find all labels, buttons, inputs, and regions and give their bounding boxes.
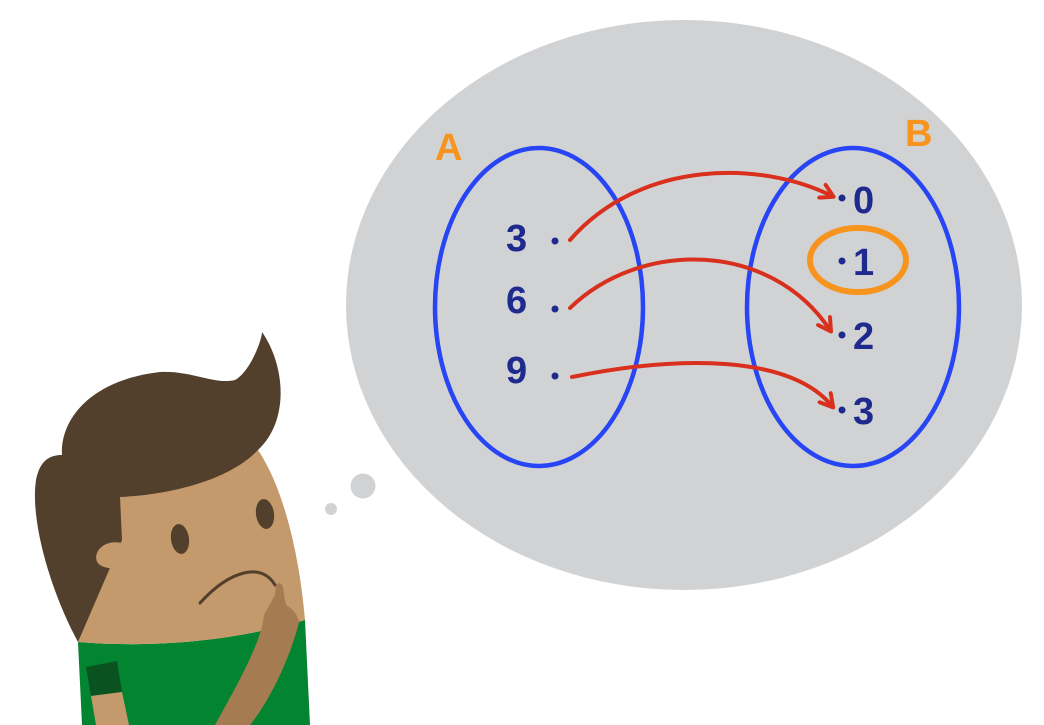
- shirt-sleeve-band: [86, 661, 122, 696]
- eye-right: [255, 499, 275, 529]
- element-dot: [551, 305, 559, 313]
- set-a-element: 3: [506, 218, 527, 260]
- set-b-element: 1: [853, 242, 874, 284]
- face: [78, 450, 305, 645]
- element-dot: [838, 331, 846, 339]
- mapping-arrow-3-to-0: [568, 170, 832, 242]
- element-dot: [551, 372, 559, 380]
- set-b-element: 2: [853, 316, 874, 358]
- set-a-label: A: [435, 127, 462, 169]
- thought-bubble-dot-small: [325, 503, 337, 515]
- set-b-element: 3: [853, 391, 874, 433]
- left-arm: [91, 692, 129, 725]
- thought-bubble: [346, 20, 1022, 590]
- set-b-label: B: [905, 113, 932, 155]
- set-b-elements: 0 1 2 3: [838, 180, 874, 433]
- mapping-arrow-9-to-3: [570, 361, 832, 406]
- element-dot: [838, 257, 846, 265]
- set-a-outline: [432, 145, 646, 469]
- set-a-element: 9: [506, 350, 527, 392]
- element-dot: [838, 406, 846, 414]
- thought-bubble-dot-large: [350, 473, 376, 499]
- eye-left: [170, 524, 190, 554]
- highlight-circle: [807, 225, 909, 295]
- mouth: [198, 570, 277, 605]
- raised-hand: [215, 583, 299, 725]
- thinking-person: [34, 332, 310, 725]
- ear: [96, 542, 122, 569]
- set-a-elements: 3 6 9: [506, 218, 559, 392]
- set-b-outline: [744, 145, 962, 469]
- set-b-element: 0: [853, 180, 874, 222]
- element-dot: [838, 194, 846, 202]
- set-a-element: 6: [506, 280, 527, 322]
- hair: [34, 332, 281, 642]
- mapping-arrow-6-to-2: [568, 257, 830, 330]
- element-dot: [551, 237, 559, 245]
